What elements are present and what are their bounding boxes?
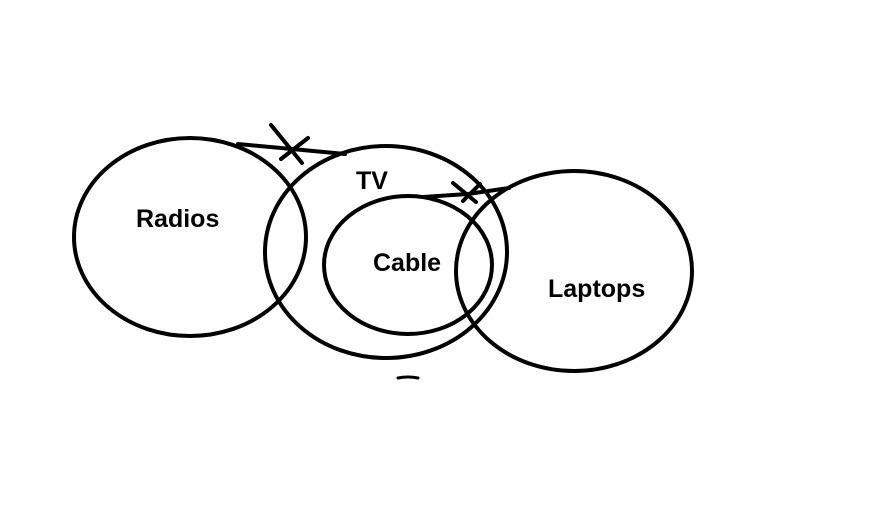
radios-circle bbox=[72, 136, 308, 338]
radios-label: Radios bbox=[136, 205, 219, 233]
cable-label: Cable bbox=[373, 249, 441, 277]
tv-label: TV bbox=[356, 167, 388, 195]
laptops-label: Laptops bbox=[548, 275, 645, 303]
cable-circle bbox=[322, 194, 494, 336]
tv-circle bbox=[263, 144, 509, 360]
cable-laptops-cross-mark bbox=[451, 181, 482, 204]
radios-tv-crossed-connector bbox=[236, 123, 347, 165]
radios-tv-cross-mark bbox=[269, 123, 310, 165]
laptops-circle bbox=[454, 169, 694, 373]
stray-mark bbox=[396, 375, 420, 380]
cable-laptops-crossed-connector bbox=[421, 181, 511, 204]
